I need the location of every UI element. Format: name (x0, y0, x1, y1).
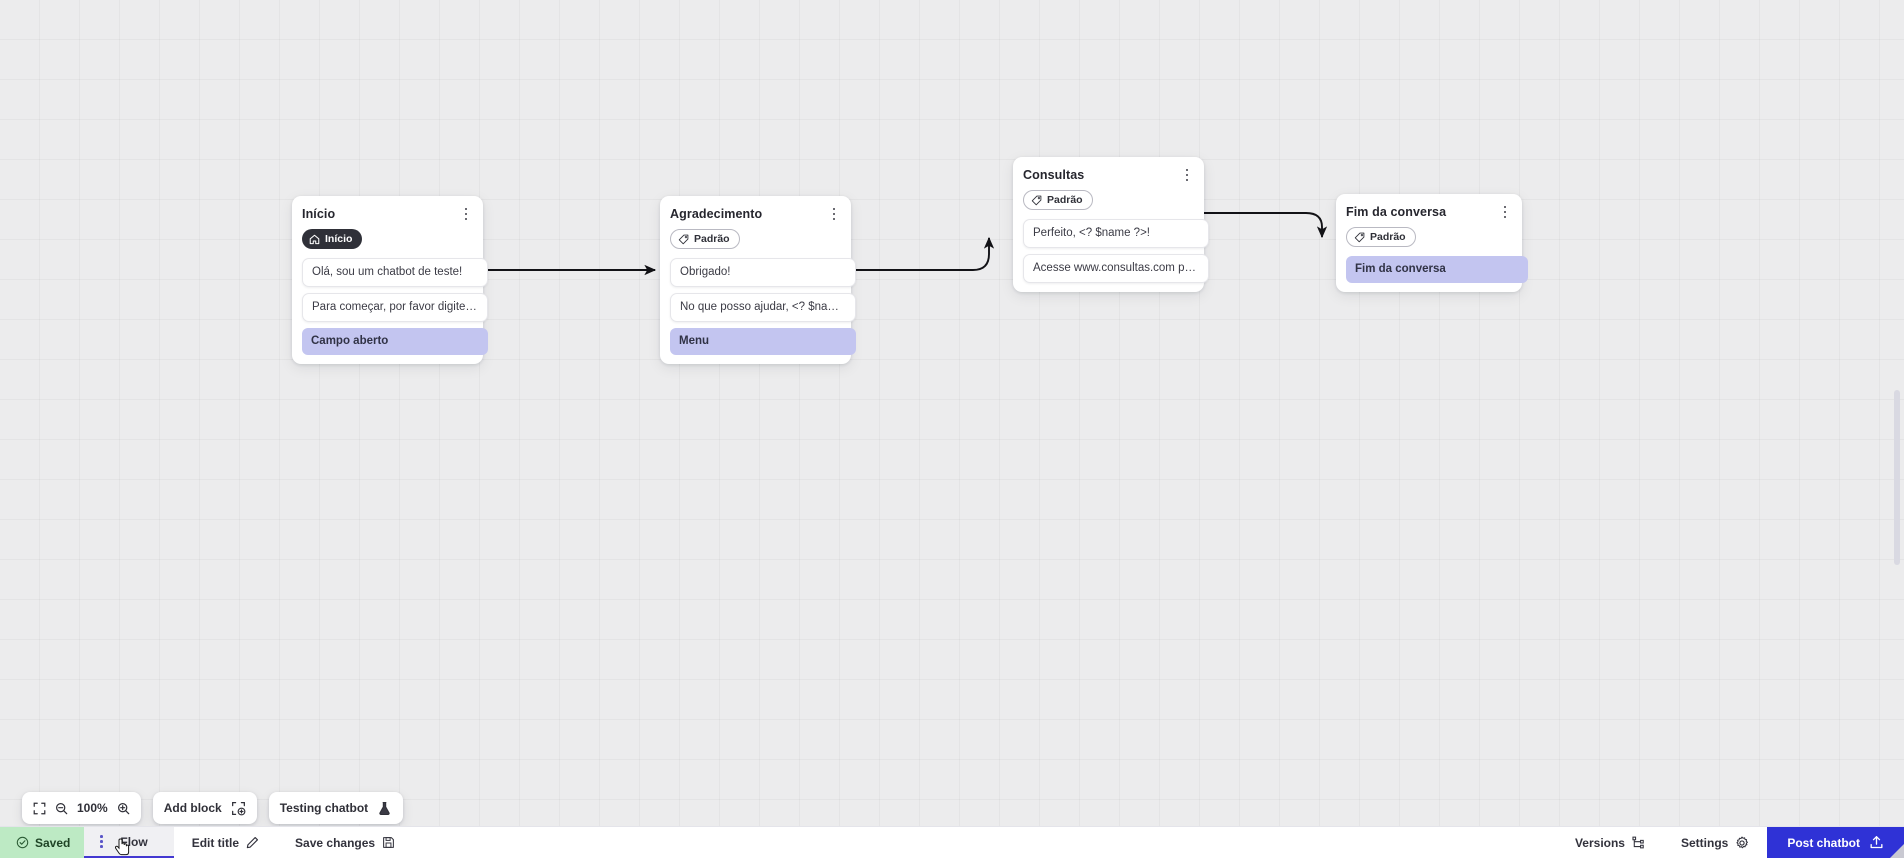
node-badge-padrao[interactable]: Padrão (1023, 190, 1093, 210)
tag-icon (1354, 232, 1365, 242)
testing-chatbot-button[interactable]: Testing chatbot (268, 792, 404, 824)
fit-screen-icon[interactable] (33, 802, 46, 815)
canvas-toolbar: 100% Add block Testing chatbot (22, 792, 404, 824)
branch-icon (1632, 836, 1644, 849)
message-stack: Fim da conversa (1346, 255, 1528, 283)
settings-label: Settings (1680, 835, 1729, 850)
flow-node-agradecimento[interactable]: Agradecimento Padrão Obrigado! No que po… (660, 196, 856, 364)
flow-node-consultas[interactable]: Consultas Padrão Perfeito, <? $name ?>! … (1013, 157, 1209, 292)
message-stack: Perfeito, <? $name ?>! Acesse www.consul… (1023, 218, 1209, 283)
zoom-in-icon[interactable] (117, 802, 130, 815)
add-block-icon (231, 801, 246, 816)
node-badge-row: Padrão (1346, 227, 1512, 248)
edge-layer (483, 212, 1328, 276)
node-badge-padrao[interactable]: Padrão (670, 229, 740, 249)
message-stack: Obrigado! No que posso ajudar, <? $name … (670, 257, 856, 355)
node-badge-row: Padrão (1023, 190, 1194, 211)
drag-handle-icon[interactable] (94, 834, 108, 850)
message-row[interactable]: Para começar, por favor digite o ... (302, 292, 488, 322)
message-row[interactable]: Perfeito, <? $name ?>! (1023, 218, 1209, 248)
node-badge-row: Início (302, 229, 473, 250)
flow-node-inicio[interactable]: Início Início Olá, sou um chatbot de tes… (292, 196, 488, 364)
tab-flow-label: Flow (120, 834, 148, 849)
node-badge-label: Padrão (1370, 231, 1406, 243)
tab-flow[interactable]: Flow (84, 827, 174, 858)
flask-icon (377, 801, 392, 816)
gear-icon (1736, 836, 1749, 848)
node-title: Início (302, 207, 336, 221)
edge-consultas-fim (1204, 212, 1328, 239)
node-header: Agradecimento (670, 206, 841, 222)
home-icon (309, 234, 320, 244)
node-title: Agradecimento (670, 207, 763, 221)
node-badge-row: Padrão (670, 229, 841, 250)
node-header: Consultas (1023, 167, 1194, 183)
floppy-disk-icon (383, 837, 394, 848)
add-block-label: Add block (163, 801, 222, 815)
vertical-scrollbar[interactable] (1894, 390, 1900, 565)
node-badge-padrao[interactable]: Padrão (1346, 227, 1416, 247)
node-badge-inicio[interactable]: Início (302, 229, 363, 249)
pencil-icon (246, 836, 259, 849)
edit-title-label: Edit title (191, 835, 240, 850)
add-block-button[interactable]: Add block (152, 792, 257, 824)
node-menu-button[interactable] (1498, 204, 1512, 220)
message-row[interactable]: Obrigado! (670, 257, 856, 287)
upload-icon (1870, 836, 1883, 849)
node-header: Início (302, 206, 473, 222)
node-badge-label: Padrão (1047, 194, 1083, 206)
zoom-controls: 100% (22, 792, 141, 824)
tag-icon (678, 234, 689, 244)
check-circle-icon (16, 836, 29, 849)
node-chip[interactable]: Menu (670, 327, 856, 355)
message-row[interactable]: Acesse www.consultas.com par... (1023, 253, 1209, 283)
flow-canvas[interactable]: Início Início Olá, sou um chatbot de tes… (0, 0, 1904, 826)
post-chatbot-label: Post chatbot (1787, 835, 1860, 850)
versions-label: Versions (1574, 835, 1625, 850)
zoom-out-icon[interactable] (55, 802, 68, 815)
bottom-status-bar: Saved Flow Edit title Save changes Versi… (0, 826, 1904, 858)
node-chip[interactable]: Campo aberto (302, 327, 488, 355)
testing-chatbot-label: Testing chatbot (279, 801, 369, 815)
node-chip[interactable]: Fim da conversa (1346, 255, 1528, 283)
node-title: Consultas (1023, 168, 1085, 182)
message-row[interactable]: No que posso ajudar, <? $name ... (670, 292, 856, 322)
status-badge-saved: Saved (0, 827, 85, 858)
post-chatbot-button[interactable]: Post chatbot (1767, 827, 1904, 858)
tag-icon (1031, 195, 1042, 205)
versions-button[interactable]: Versions (1557, 827, 1663, 858)
node-menu-button[interactable] (459, 206, 473, 222)
flow-node-fim-da-conversa[interactable]: Fim da conversa Padrão Fim da conversa (1336, 194, 1528, 292)
node-menu-button[interactable] (827, 206, 841, 222)
settings-button[interactable]: Settings (1663, 827, 1767, 858)
edge-agradecimento-consultas (851, 236, 995, 271)
node-badge-label: Início (325, 233, 353, 245)
save-changes-button[interactable]: Save changes (277, 827, 413, 858)
message-stack: Olá, sou um chatbot de teste! Para começ… (302, 257, 488, 355)
saved-label: Saved (35, 835, 71, 850)
node-badge-label: Padrão (694, 233, 730, 245)
edit-title-button[interactable]: Edit title (174, 827, 277, 858)
zoom-level-label: 100% (77, 801, 108, 815)
node-title: Fim da conversa (1346, 205, 1447, 219)
node-menu-button[interactable] (1180, 167, 1194, 183)
node-header: Fim da conversa (1346, 204, 1512, 220)
save-changes-label: Save changes (295, 835, 376, 850)
bottom-bar-right-group: Versions Settings Post chatbot (1557, 827, 1904, 858)
message-row[interactable]: Olá, sou um chatbot de teste! (302, 257, 488, 287)
